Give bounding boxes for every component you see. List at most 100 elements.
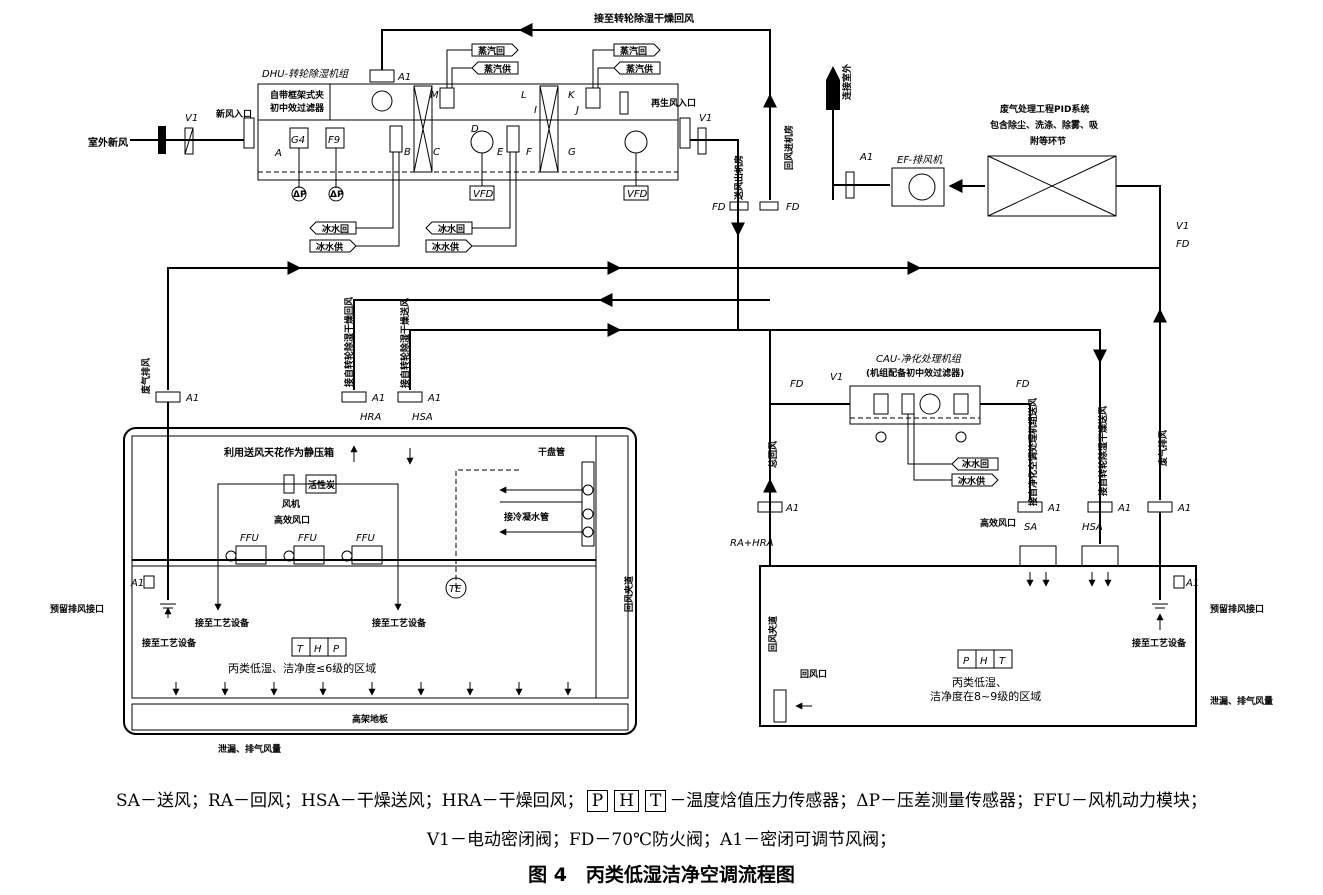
chw-return-tag-2: 冰水回 [438,223,465,235]
pht-t: T [999,656,1006,667]
return-corridor-label-right: 回风夹道 [767,616,779,652]
hepa-outlet-label-right: 高效风口 [980,517,1016,529]
fan-label: 风机 [282,498,300,510]
ffu-label-3: FFU [356,533,376,544]
point-f: F [526,147,532,158]
ef-fan-label: EF-排风机 [897,154,943,166]
legend-box-p: P [586,790,609,812]
a1-label-right-4: A1 [1177,503,1191,514]
right-cleanroom: A1 RA+HRA 总回风 接自净化空调处理机组送风 接自转轮除湿干燥送风 废气… [730,362,1273,727]
chw-supply-tag-1: 冰水供 [316,241,343,253]
point-a: A [274,148,282,159]
return-outlet-icon [773,689,787,723]
desiccant-wheel-icon [413,85,433,173]
dhu-filter-label-2: 初中效过滤器 [270,102,325,114]
return-outlet-label: 回风口 [800,669,827,680]
a1-label-right-2: A1 [1047,503,1061,514]
zone-right-label-2: 洁净度在8~9级的区域 [930,689,1041,703]
dry-coil-label: 干盘管 [538,446,565,458]
activated-carbon-label: 活性炭 [308,479,335,491]
reserved-exhaust-label-left: 预留排风接口 [50,603,104,615]
point-g: G [568,147,576,158]
activated-carbon-box [305,474,337,494]
fd-label-2: FD [786,202,800,213]
point-j: J [574,105,579,116]
point-l: L [521,90,527,101]
leak-exhaust-label-left: 泄漏、排气风量 [218,743,281,755]
dry-supply-label: 接自转轮除湿干燥送风 [399,298,411,388]
legend-line-2: V1－电动密闭阀；FD－70℃防火阀；A1－密闭可调节风阀； [426,830,897,850]
fd-label-4: FD [790,379,804,390]
point-e: E [497,147,504,158]
plenum-fan-icon [283,474,295,494]
to-process-label-4: 接至工艺设备 [1132,637,1187,649]
pht-p: P [963,656,970,667]
steam-coil-icon-1 [439,87,455,109]
left-cleanroom: 高架地板 利用送风天花作为静压箱 回风夹道 A1 A1 A1 HRA HSA 废… [50,297,637,755]
pht-h: H [980,656,988,667]
v1-damper-icon-1 [184,127,194,155]
return-corridor-label-left: 回风夹道 [623,576,635,612]
condensate-label: 接冷凝水管 [504,511,549,523]
coil-icon-1 [389,125,403,153]
chw-supply-tag-2: 冰水供 [432,241,459,253]
waste-gas-label-2: 包含除尘、洗涤、除雾、吸 [989,119,1099,131]
reserved-exhaust-label-right: 预留排风接口 [1210,603,1264,615]
dhu-fan-icon-3 [624,130,648,154]
hsa-label-left: HSA [412,412,433,423]
cau-sub: (机组配备初中效过滤器) [866,367,964,379]
dp-sensor-icon-1 [291,186,307,202]
point-i: I [534,105,537,116]
cau-supply-label: 接自净化空调处理机组送风 [1027,398,1039,506]
dhu-unit: DHU-转轮除湿机组 自带框架式夹 初中效过滤器 G4 F9 A B C D E… [216,68,696,202]
regen-inlet-label: 再生风入口 [651,97,696,109]
heat-wheel-icon [539,85,559,173]
legend-line1-part-b: －温度焓值压力传感器；ΔP－压差测量传感器；FFU－风机动力模块； [669,791,1207,811]
return-to-unit-label: 回风进机房 [783,125,795,170]
hsa-label-right: HSA [1082,522,1103,533]
vfd-box-2 [623,185,649,201]
thp-h: H [314,644,322,655]
v1-label-3: V1 [1176,221,1189,232]
cau-fan-icon [919,393,941,415]
outdoor-fresh-label: 室外新风 [88,136,128,149]
a1-label-top: A1 [397,72,411,83]
a1-label-left-2: A1 [371,393,385,404]
ffu-label-2: FFU [298,533,318,544]
fresh-inlet-label: 新风入口 [216,108,252,120]
hra-label: HRA [360,412,381,423]
exhaust-pipe-label-right: 废气排风 [1157,430,1169,466]
point-b: B [404,147,411,158]
hepa-outlet-label-left: 高效风口 [274,514,310,526]
vfd-label-2: VFD [627,189,648,200]
chw-supply-tag-3: 冰水供 [958,475,985,487]
zone-right-label-1: 丙类低湿、 [952,675,1007,689]
main-ducts [167,261,1160,390]
ffu-icon-3 [351,545,383,565]
f9-filter-icon [325,127,345,149]
f9-label: F9 [328,135,340,146]
thp-p: P [333,644,340,655]
fd-label-1: FD [712,202,726,213]
zone-left-label: 丙类低湿、洁净度≤6级的区域 [228,661,376,675]
steam-supply-tag-1: 蒸汽供 [484,63,511,75]
dry-coil-icon [581,461,595,547]
ffu-icon-1 [235,545,267,565]
ef-fan-icon [891,167,945,207]
chimney-arrow-icon [826,66,840,110]
cau-title: CAU-净化处理机组 [876,353,962,365]
a1-label-right-3: A1 [1117,503,1131,514]
exhaust-system: 连接室外 A1 EF-排风机 废气处理工程PID系统 包含除尘、洗涤、除雾、吸 … [826,64,1190,500]
steam-tags: 蒸汽回 蒸汽供 蒸汽回 蒸汽供 [446,43,661,88]
to-process-label-2: 接至工艺设备 [372,617,427,629]
fd-label-5: FD [1016,379,1030,390]
dp-label-1: ΔP [293,190,307,200]
figure-caption: 图 4 丙类低湿洁净空调流程图 [528,864,795,886]
raised-floor-label: 高架地板 [352,713,389,725]
steam-return-tag-1: 蒸汽回 [478,45,505,57]
legend-line1-part-a: SA－送风；RA－回风；HSA－干燥送风；HRA－干燥回风； [116,791,584,811]
exhaust-pipe-label-left: 废气排风 [140,358,152,394]
legend-box-t: T [644,790,667,812]
fd-label-3: FD [1176,239,1190,250]
